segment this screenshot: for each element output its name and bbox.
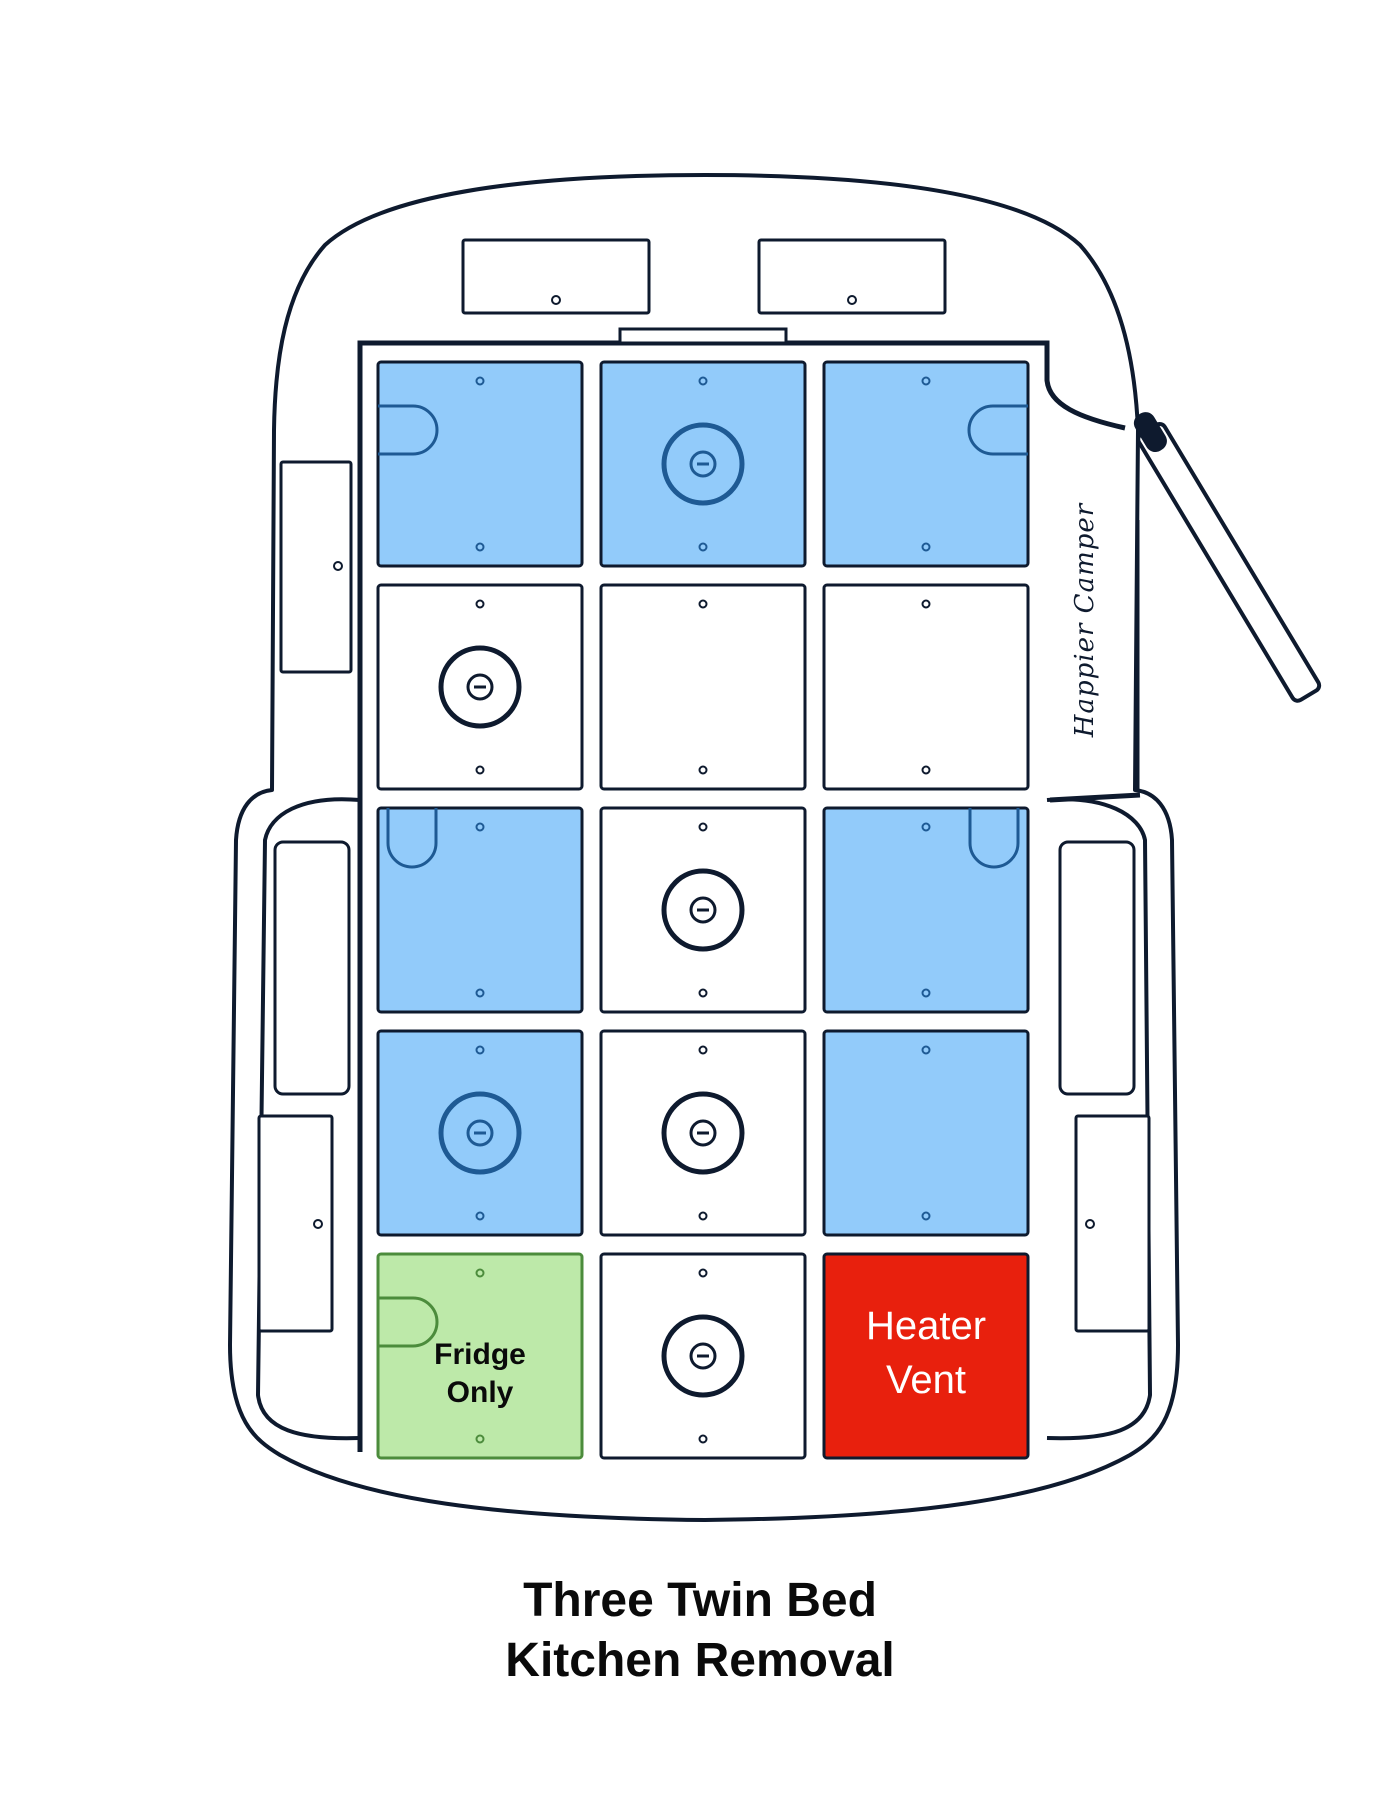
tile-blue — [822, 1029, 1030, 1237]
anchor-dot — [698, 765, 708, 775]
anchor-dot — [921, 1045, 931, 1055]
door-panel — [1136, 421, 1322, 703]
tile-label: Only — [447, 1376, 514, 1409]
tile-r4-c3 — [822, 1029, 1030, 1237]
anchor-dot — [698, 1434, 708, 1444]
tile-blue — [376, 360, 584, 568]
handle-notch — [386, 808, 438, 869]
left-side-window — [279, 460, 353, 674]
tile-r3-c2 — [599, 806, 807, 1014]
left-side-window-latch — [333, 561, 343, 571]
tile-red — [822, 1252, 1030, 1460]
anchor-dot — [698, 1045, 708, 1055]
anchor-dot — [475, 1045, 485, 1055]
tie-down-ring — [661, 422, 745, 506]
tile-r5-c2 — [599, 1252, 807, 1460]
anchor-dot — [475, 822, 485, 832]
anchor-dot — [921, 599, 931, 609]
anchor-dot — [698, 542, 708, 552]
left-bench-upper — [273, 840, 351, 1096]
tile-r1-c3 — [822, 360, 1030, 568]
brand-logo: Happier Camper — [1070, 502, 1100, 738]
anchor-dot — [921, 988, 931, 998]
tile-label: Vent — [886, 1358, 966, 1402]
tie-down-ring — [438, 645, 522, 729]
tile-white — [822, 583, 1030, 791]
tile-r3-c1 — [376, 806, 584, 1014]
front-window-left-latch — [551, 295, 561, 305]
tile-label: Fridge — [434, 1338, 526, 1371]
anchor-dot — [698, 1211, 708, 1221]
tie-down-center — [689, 896, 717, 924]
anchor-dot — [475, 765, 485, 775]
open-door — [1133, 412, 1322, 703]
tie-down-center — [466, 673, 494, 701]
anchor-dot — [475, 599, 485, 609]
tile-r1-c1 — [376, 360, 584, 568]
anchor-dot — [698, 988, 708, 998]
anchor-dot — [921, 822, 931, 832]
anchor-dot — [475, 542, 485, 552]
tie-down-ring — [661, 1314, 745, 1398]
anchor-dot — [921, 542, 931, 552]
anchor-dot — [698, 376, 708, 386]
tie-down-center — [689, 1119, 717, 1147]
anchor-dot — [921, 1211, 931, 1221]
tile-white — [599, 583, 807, 791]
front-window-right-latch — [847, 295, 857, 305]
tie-down-center — [689, 450, 717, 478]
tile-blue — [822, 360, 1030, 568]
front-strip — [618, 327, 788, 345]
handle-notch — [378, 404, 439, 456]
door-hinge — [1133, 412, 1167, 453]
front-window-left — [461, 238, 651, 315]
anchor-dot — [921, 765, 931, 775]
anchor-dot — [698, 599, 708, 609]
anchor-dot — [475, 1211, 485, 1221]
anchor-dot — [698, 1268, 708, 1278]
anchor-dot — [475, 376, 485, 386]
tile-r1-c2 — [599, 360, 807, 568]
diagram-title-line1: Three Twin Bed — [523, 1574, 877, 1627]
right-bench-upper — [1058, 840, 1136, 1096]
anchor-dot — [698, 822, 708, 832]
handle-notch — [378, 1296, 439, 1348]
left-bench-lower — [257, 1114, 334, 1333]
tie-down-center — [689, 1342, 717, 1370]
right-bench-lower — [1074, 1114, 1151, 1333]
anchor-dot — [475, 1268, 485, 1278]
tie-down-ring — [661, 1091, 745, 1175]
tile-r4-c1 — [376, 1029, 584, 1237]
diagram-title-line2: Kitchen Removal — [505, 1634, 895, 1687]
tile-r2-c3 — [822, 583, 1030, 791]
left-bench-lower-latch — [313, 1219, 323, 1229]
tie-down-ring — [438, 1091, 522, 1175]
anchor-dot — [475, 1434, 485, 1444]
tile-label: Heater — [866, 1304, 986, 1348]
anchor-dot — [475, 988, 485, 998]
handle-notch — [968, 808, 1020, 869]
tile-r2-c1 — [376, 583, 584, 791]
tile-blue — [376, 806, 584, 1014]
tie-down-ring — [661, 868, 745, 952]
tile-r3-c3 — [822, 806, 1030, 1014]
front-window-right — [757, 238, 947, 315]
tile-blue — [822, 806, 1030, 1014]
handle-notch — [967, 404, 1028, 456]
anchor-dot — [921, 376, 931, 386]
right-bench-lower-latch — [1085, 1219, 1095, 1229]
tile-r2-c2 — [599, 583, 807, 791]
tie-down-center — [466, 1119, 494, 1147]
tile-r4-c2 — [599, 1029, 807, 1237]
